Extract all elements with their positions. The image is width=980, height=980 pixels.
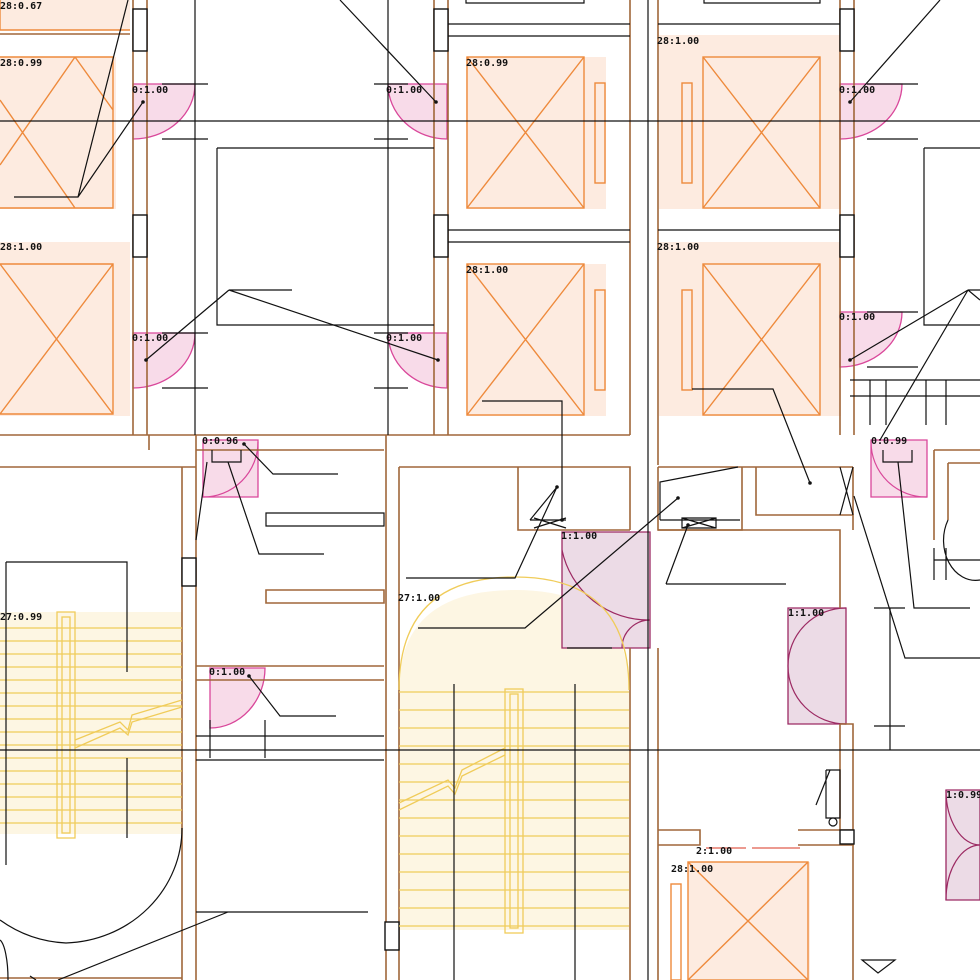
region-label: 0:1.00 [132, 85, 168, 96]
region-label: 2:1.00 [696, 846, 732, 857]
region-label: 28:1.00 [466, 265, 508, 276]
region-label: 1:1.00 [788, 608, 824, 619]
region-label: 27:0.99 [0, 612, 42, 623]
region-label: 0:1.00 [132, 333, 168, 344]
region-label: 0:1.00 [386, 85, 422, 96]
region-label: 28:0.99 [0, 58, 42, 69]
region-label: 1:1.00 [561, 531, 597, 542]
door-swings [132, 83, 980, 901]
region-label: 28:1.00 [657, 242, 699, 253]
region-label: 0:1.00 [386, 333, 422, 344]
region-label: 28:1.00 [657, 36, 699, 47]
region-label: 0:1.00 [839, 312, 875, 323]
cabinet-outlines [0, 0, 821, 980]
fixture-circle [828, 817, 838, 827]
columns [132, 8, 855, 951]
region-label: 28:1.00 [0, 242, 42, 253]
annotation-labels: 28:0.67 28:0.99 0:1.00 0:1.00 28:0.99 28:1.00… [0, 1, 980, 875]
region-label: 27:1.00 [398, 593, 440, 604]
region-label: 28:0.67 [0, 1, 42, 12]
region-label: 0:1.00 [839, 85, 875, 96]
region-label: 0:1.00 [209, 667, 245, 678]
cabinet-fills [0, 0, 841, 980]
stairs-left [0, 611, 183, 839]
region-label: 1:0.99 [946, 790, 980, 801]
region-label: 28:0.99 [466, 58, 508, 69]
region-label: 0:0.99 [871, 436, 907, 447]
leader-dots [141, 100, 852, 678]
region-label: 0:0.96 [202, 436, 238, 447]
region-label: 28:1.00 [671, 864, 713, 875]
